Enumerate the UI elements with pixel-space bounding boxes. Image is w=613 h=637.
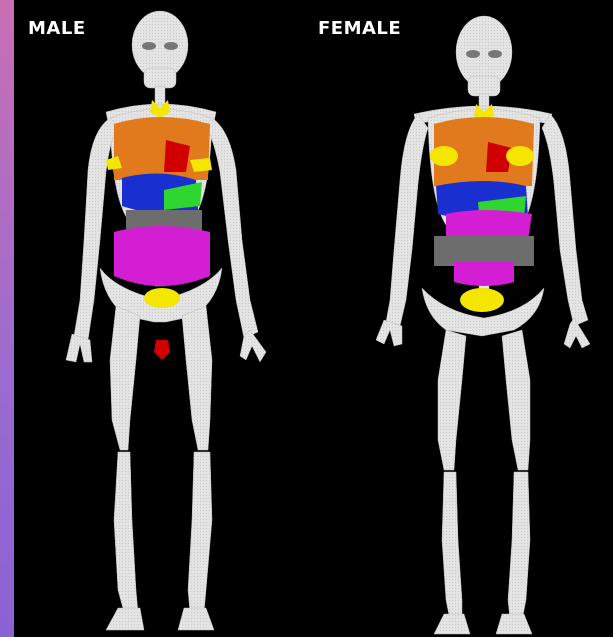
female-colon <box>434 236 534 266</box>
female-left-arm <box>386 114 428 326</box>
male-bladder <box>144 288 180 308</box>
male-lung-right <box>190 158 212 172</box>
skeleton-illustration <box>14 0 613 637</box>
female-uterus <box>454 262 514 286</box>
male-left-leg <box>110 306 140 450</box>
female-left-leg <box>438 330 466 470</box>
male-right-arm <box>206 118 258 338</box>
female-lung-left <box>430 146 458 166</box>
image-panel: MALE FEMALE <box>14 0 613 637</box>
female-lung-right <box>506 146 534 166</box>
female-right-leg <box>502 330 530 470</box>
female-bladder <box>460 288 504 312</box>
female-right-arm <box>542 114 588 326</box>
female-skeleton <box>376 16 590 634</box>
male-prostate <box>154 340 170 360</box>
male-intestine <box>114 226 210 286</box>
male-right-leg <box>182 306 212 450</box>
female-organs <box>430 104 534 312</box>
